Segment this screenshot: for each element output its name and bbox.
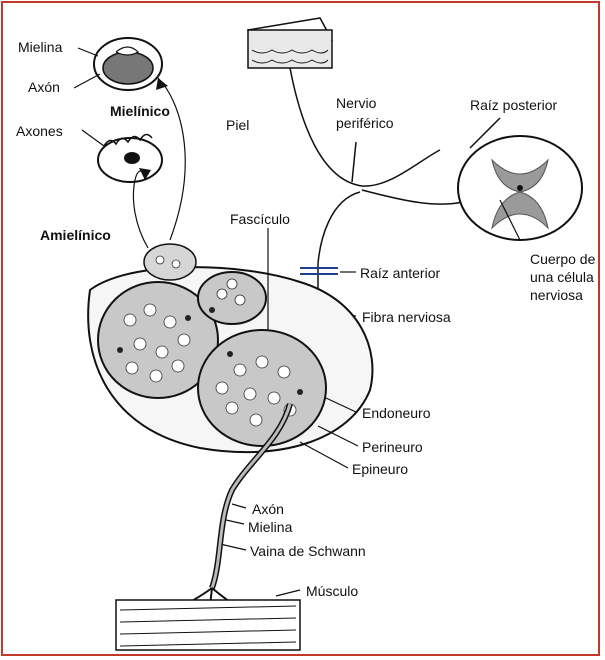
label-piel: Piel (226, 118, 249, 132)
label-fasciculo: Fascículo (230, 212, 290, 226)
label-nervio-line2: periférico (336, 116, 394, 130)
label-perineuro: Perineuro (362, 440, 423, 454)
label-fibra-nerviosa: Fibra nerviosa (362, 310, 451, 324)
label-cuerpo-line1: Cuerpo de (530, 252, 595, 266)
label-axon-bottom: Axón (252, 502, 284, 516)
label-mielina-bottom: Mielina (248, 520, 292, 534)
nerve-trunk-cross-section (88, 244, 372, 452)
label-axones: Axones (16, 124, 63, 138)
muscle-block (116, 600, 300, 650)
label-cuerpo-line3: nerviosa (530, 288, 583, 302)
label-musculo: Músculo (306, 584, 358, 598)
label-raiz-posterior: Raíz posterior (470, 98, 557, 112)
unmyelinated-axons-diagram (98, 134, 162, 182)
label-mielina-top: Mielina (18, 40, 62, 54)
label-epineuro: Epineuro (352, 462, 408, 476)
label-amielinico: Amielínico (40, 228, 111, 242)
label-cuerpo-line2: una célula (530, 270, 594, 284)
myelinated-axon-diagram (94, 38, 162, 90)
label-vaina-schwann: Vaina de Schwann (250, 544, 366, 558)
label-raiz-anterior: Raíz anterior (360, 266, 440, 280)
label-endoneuro: Endoneuro (362, 406, 431, 420)
label-nervio-line1: Nervio (336, 96, 376, 110)
skin-block (248, 18, 332, 68)
label-axon-top: Axón (28, 80, 60, 94)
spinal-cord-section (458, 136, 582, 240)
label-mielinico: Mielínico (110, 104, 170, 118)
